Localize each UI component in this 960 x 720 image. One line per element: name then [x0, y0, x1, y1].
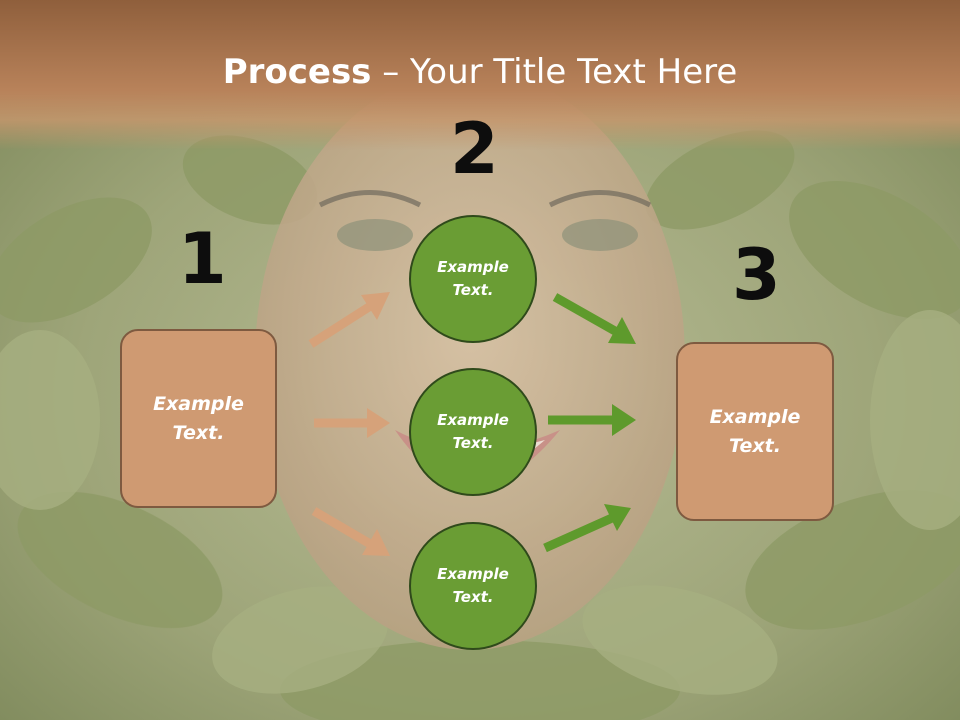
step-number-1: 1	[178, 218, 227, 300]
arrow-to-top-circle	[308, 292, 390, 348]
step-3-text: Example Text.	[709, 405, 801, 457]
circle-top[interactable]: Example Text.	[409, 215, 537, 343]
step-1-box[interactable]: Example Text.	[120, 329, 277, 508]
circle-middle-text: Example Text.	[437, 411, 509, 452]
green-arrows	[543, 293, 636, 553]
title-rest-part: – Your Title Text Here	[371, 52, 738, 92]
circle-top-text: Example Text.	[437, 258, 509, 299]
title-bar	[0, 0, 960, 150]
slide-title[interactable]: Process – Your Title Text Here	[0, 52, 960, 92]
title-bold-part: Process	[222, 52, 372, 92]
arrow-from-top-circle	[552, 293, 636, 344]
circle-bottom[interactable]: Example Text.	[409, 522, 537, 650]
arrow-from-bottom-circle	[543, 504, 631, 553]
step-number-2: 2	[450, 108, 499, 190]
arrow-from-middle-circle	[548, 404, 636, 436]
circle-middle[interactable]: Example Text.	[409, 368, 537, 496]
step-number-3: 3	[732, 234, 781, 316]
circle-bottom-text: Example Text.	[437, 565, 509, 606]
step-3-box[interactable]: Example Text.	[676, 342, 834, 521]
arrow-to-bottom-circle	[311, 507, 390, 556]
tan-arrows	[308, 292, 390, 556]
step-1-text: Example Text.	[153, 392, 244, 444]
arrow-to-middle-circle	[314, 408, 390, 438]
